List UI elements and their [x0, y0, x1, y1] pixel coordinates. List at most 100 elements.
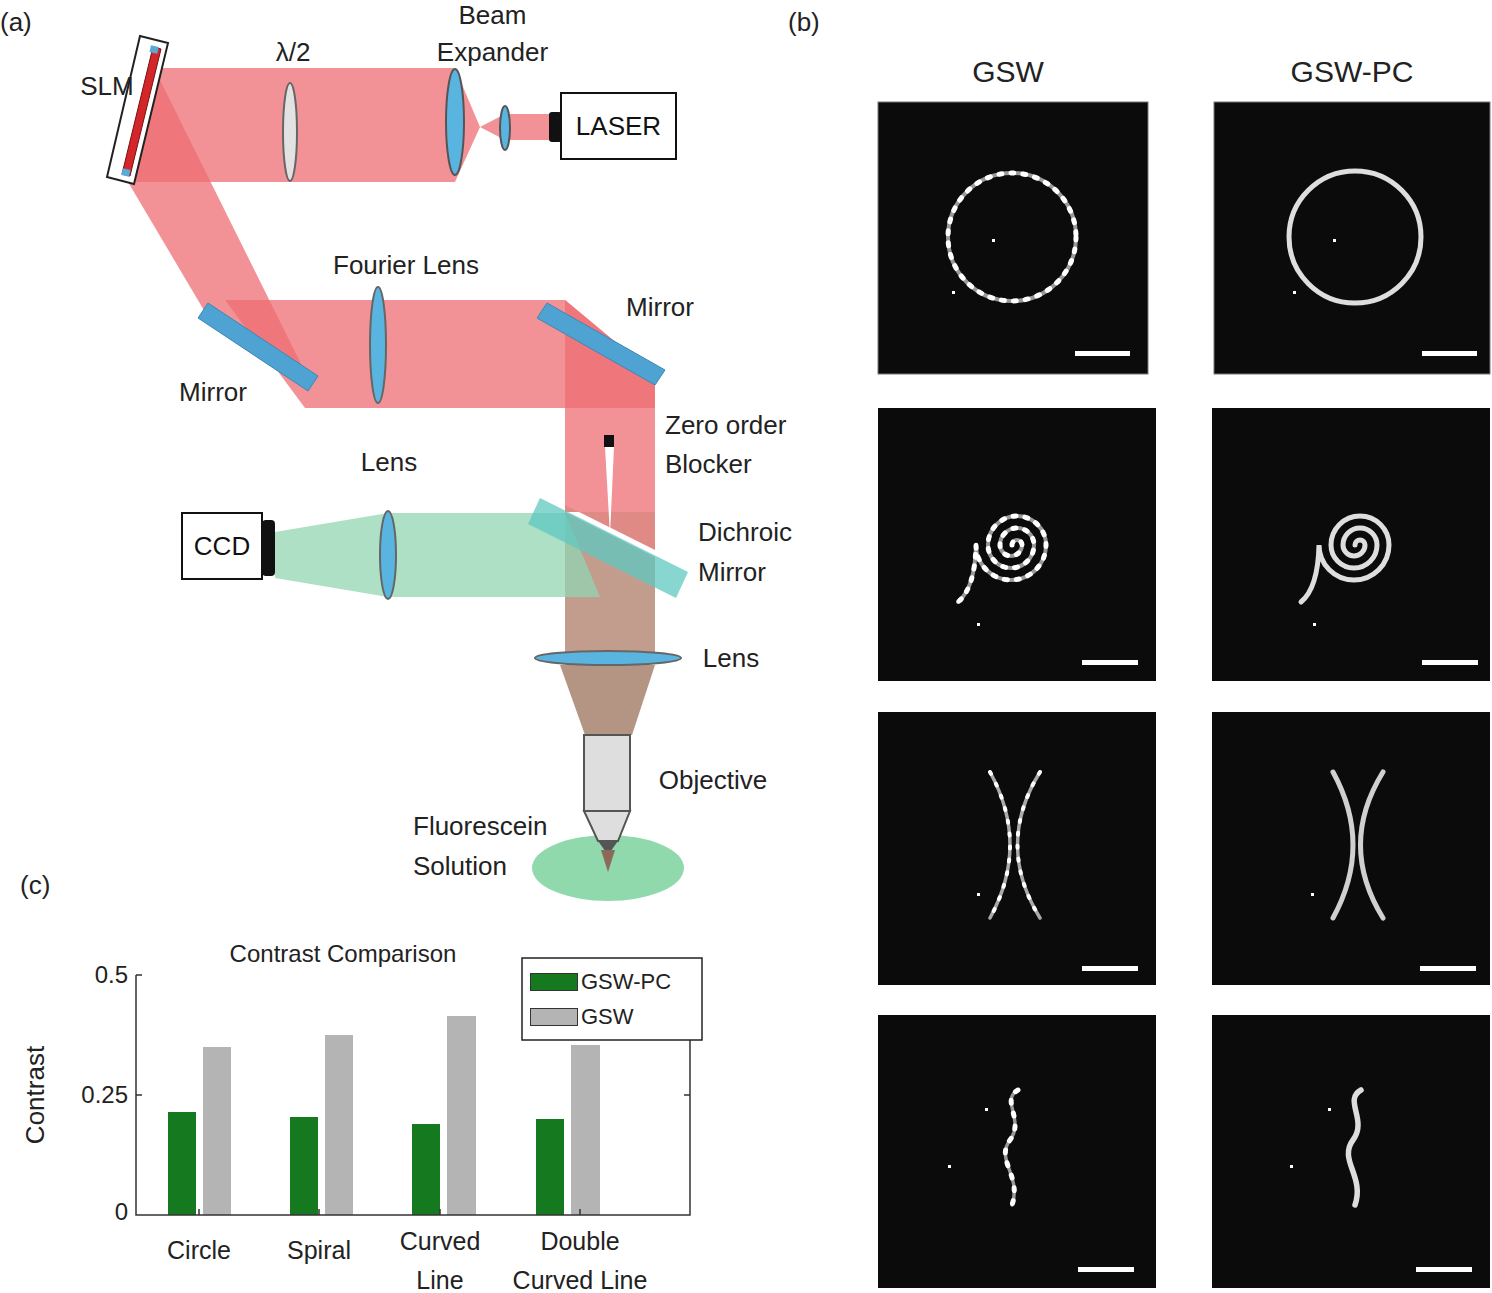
slm-device: [107, 36, 168, 184]
fluorescein-sample: [532, 835, 684, 901]
objective-nose: [584, 811, 630, 841]
focused-beam: [560, 665, 655, 735]
legend-swatch: [530, 1008, 578, 1026]
blocker-shadow: [605, 447, 614, 535]
component-label: Fourier Lens: [296, 249, 516, 281]
laser-beam: [505, 114, 555, 140]
component-label: Mirror: [153, 376, 273, 408]
legend-text: GSW: [581, 1004, 634, 1030]
focal-spot: [601, 850, 615, 872]
curved-line-speckle: [990, 772, 1040, 918]
half-wave-plate: [283, 83, 297, 181]
panel-label: (b): [788, 6, 848, 38]
scale-bar: [1416, 1267, 1472, 1272]
noise-dot: [1293, 291, 1296, 294]
bar: [536, 1119, 564, 1215]
bar: [447, 1016, 476, 1215]
image-frame: [1212, 1015, 1490, 1288]
image-frame: [1212, 712, 1490, 985]
noise-dot: [992, 239, 995, 242]
axis-frame: [136, 975, 690, 1215]
scale-bar: [1420, 966, 1476, 971]
image-frame: [878, 712, 1156, 985]
component-label: Zero order Blocker: [665, 406, 815, 484]
camera-box: CCD: [181, 512, 263, 580]
bar: [168, 1112, 196, 1215]
objective-body: [584, 735, 630, 811]
scale-bar: [1422, 351, 1477, 356]
expander-lens: [446, 69, 464, 175]
node-text: CCD: [194, 531, 250, 562]
category-label: Curved Line: [392, 1222, 488, 1293]
curved-line-pattern: [990, 772, 1040, 918]
double-curve-speckle: [1005, 1090, 1018, 1205]
image-panels: [878, 102, 1490, 1288]
noise-dot: [985, 1108, 988, 1111]
axis-title: Contrast: [19, 1030, 51, 1160]
noise-dot: [1313, 623, 1316, 626]
tick-label: 0.5: [58, 960, 128, 990]
category-label: Double Curved Line: [507, 1222, 653, 1293]
chart-title: Contrast Comparison: [193, 939, 493, 969]
circle-pattern: [1289, 171, 1421, 303]
spiral-pattern: [1301, 516, 1389, 602]
camera-mount: [262, 520, 275, 576]
image-frame: [878, 408, 1156, 681]
scale-bar: [1078, 1267, 1134, 1272]
category-label: Spiral: [264, 1231, 374, 1270]
legend-swatch: [530, 973, 578, 991]
tick-label: 0: [58, 1197, 128, 1227]
component-label: Fluorescein Solution: [413, 806, 568, 886]
zero-order-blocker: [604, 435, 614, 447]
column-header: GSW: [948, 54, 1068, 90]
bar: [325, 1035, 353, 1215]
bar: [412, 1124, 440, 1215]
component-label: λ/2: [253, 36, 333, 68]
bar: [571, 1045, 600, 1215]
circle-pattern: [948, 173, 1076, 301]
noise-dot: [952, 291, 955, 294]
noise-dot: [977, 623, 980, 626]
fluorescence-beam: [275, 513, 388, 597]
component-label: Objective: [643, 764, 783, 796]
spiral-pattern: [958, 516, 1046, 602]
legend-box: [522, 958, 702, 1040]
slm-mark: [149, 45, 158, 54]
bar: [290, 1117, 318, 1215]
bar: [203, 1047, 231, 1215]
panel-label: (c): [20, 869, 80, 901]
axis-tick: [199, 1209, 580, 1215]
holographic-patterns: [948, 171, 1421, 1205]
laser-box: LASER: [560, 92, 677, 160]
component-label: Dichroic Mirror: [698, 512, 823, 592]
image-frame: [1212, 408, 1490, 681]
legend-text: GSW-PC: [581, 969, 671, 995]
scale-bar: [1075, 351, 1130, 356]
tick-label: 0.25: [58, 1080, 128, 1110]
double-curve-pattern: [1348, 1090, 1361, 1205]
scale-bar: [1082, 966, 1138, 971]
noise-dots: [948, 239, 1336, 1168]
circle-speckle: [948, 173, 1076, 301]
curved-line-pattern: [1333, 772, 1383, 918]
category-label: Circle: [144, 1231, 254, 1270]
noise-dot: [1333, 239, 1336, 242]
slm-mark: [121, 168, 130, 177]
node-text: LASER: [576, 111, 661, 142]
bar-chart: [136, 975, 690, 1215]
image-frame: [1214, 102, 1490, 374]
noise-dot: [948, 1165, 951, 1168]
noise-dot: [1290, 1165, 1293, 1168]
scale-bar: [1422, 660, 1478, 665]
noise-dot: [1328, 1108, 1331, 1111]
component-label: SLM: [67, 70, 147, 102]
component-label: Lens: [691, 642, 771, 674]
noise-dot: [1311, 893, 1314, 896]
panel-label: (a): [0, 6, 60, 38]
dichroic-mirror: [528, 498, 688, 598]
spiral-speckle: [958, 516, 1046, 602]
scale-bars: [1075, 351, 1478, 1272]
fourier-lens: [370, 287, 386, 403]
component-label: Beam Expander: [430, 0, 555, 71]
